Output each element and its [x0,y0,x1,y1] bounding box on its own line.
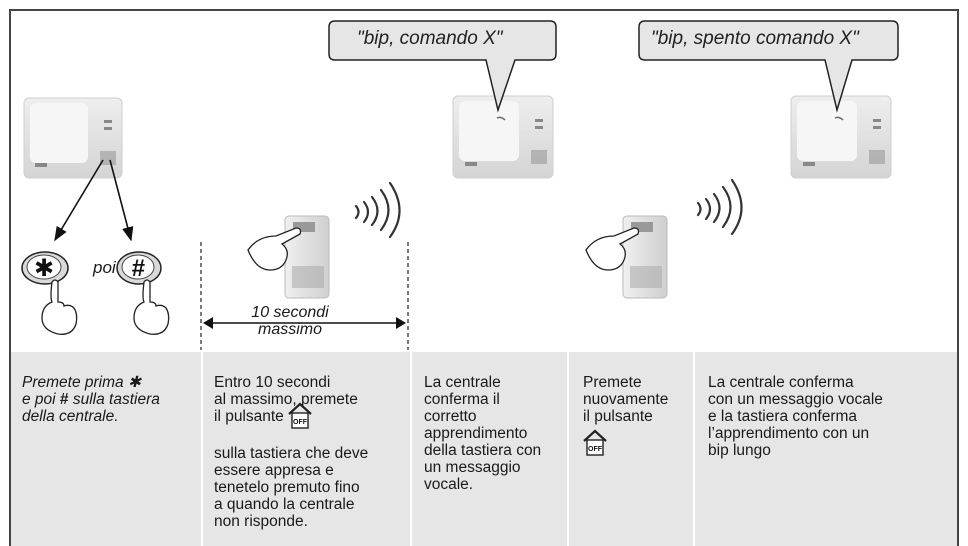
step-divider [567,352,569,546]
step-line: essere appresa e [214,462,334,479]
step-line: e la tastiera conferma [708,408,858,425]
step-fragment: e poi [22,391,60,408]
step-line: della centrale. [22,408,119,425]
step-line: Entro 10 secondi [214,374,331,391]
poi-label: poi [93,258,116,277]
wireless-signal-icon [354,181,401,239]
step-line: l’apprendimento con un [708,425,870,442]
speech-bubble [638,20,899,113]
time-limit-line: massimo [257,321,322,338]
step-line: bip lungo [708,442,771,459]
remote-keypad-device [622,215,668,299]
off-house-icon: OFF [583,429,607,456]
arrow [109,159,134,242]
icon-spacer [214,425,408,445]
off-house-icon: OFF [288,402,312,429]
star-key [21,251,69,285]
arrow-left-icon [203,317,213,329]
step-line: e poi # sulla tastiera [22,391,198,408]
hand-pointer-icon [41,279,78,335]
step-divider [410,352,412,546]
step-line: il pulsante [583,408,653,425]
frame-border-right [957,9,959,546]
hand-pointer-icon [247,227,302,271]
off-label: OFF [588,446,603,453]
control-panel-device [452,95,554,179]
step-line: non risponde. [214,513,308,530]
step-line: Premete prima ✱ [22,374,141,391]
step-line: con un messaggio vocale [708,391,883,408]
hash-key [116,251,162,285]
step-line: il pulsante [214,408,284,425]
step-5-text: La centrale conferma con un messaggio vo… [708,374,938,459]
step-4-text: Premete nuovamente il pulsante [583,374,691,425]
arrow-right-icon [396,317,406,329]
step-divider [201,352,203,546]
step-line: corretto [424,408,477,425]
step-line: Premete [583,374,642,391]
hash-key-label: # [131,255,145,282]
step-line: al massimo, premete [214,391,358,408]
speech-bubble [328,20,557,113]
step-line: conferma il [424,391,500,408]
wireless-signal-icon [696,178,743,236]
step-2-text: Entro 10 secondi al massimo, premete il … [214,374,408,530]
step-line: vocale. [424,476,474,493]
step-divider [693,352,695,546]
control-panel-device [23,97,123,179]
step-line: nuovamente [583,391,669,408]
frame-border-left [9,9,11,546]
remote-keypad-device [284,215,330,299]
step-3-text: La centrale conferma il corretto apprend… [424,374,566,493]
step-fragment: sulla tastiera [68,391,160,408]
steps-strip [11,352,957,546]
speech-bubble-text: "bip, spento comando X" [651,28,859,49]
step-line: apprendimento [424,425,528,442]
frame-border-top [9,9,959,11]
hand-pointer-icon [585,227,640,271]
arrow [54,159,104,242]
step-line: un messaggio [424,459,521,476]
step-line: La centrale conferma [708,374,854,391]
step-line: La centrale [424,374,501,391]
step-line: della tastiera con [424,442,542,459]
speech-bubble-text: "bip, comando X" [357,28,503,49]
step-fragment-bold: # [59,391,69,408]
off-label: OFF [293,419,308,426]
step-1-text: Premete prima ✱ e poi # sulla tastiera d… [22,374,198,425]
step-line: sulla tastiera che deve [214,445,369,462]
step-line: a quando la centrale [214,496,355,513]
control-panel-device [790,95,892,179]
time-limit-line: 10 secondi [251,304,329,321]
star-key-label: ✱ [34,254,54,282]
step-line: tenetelo premuto fino [214,479,360,496]
hand-pointer-icon [133,279,170,335]
time-limit-label: 10 secondi massimo [240,304,340,338]
